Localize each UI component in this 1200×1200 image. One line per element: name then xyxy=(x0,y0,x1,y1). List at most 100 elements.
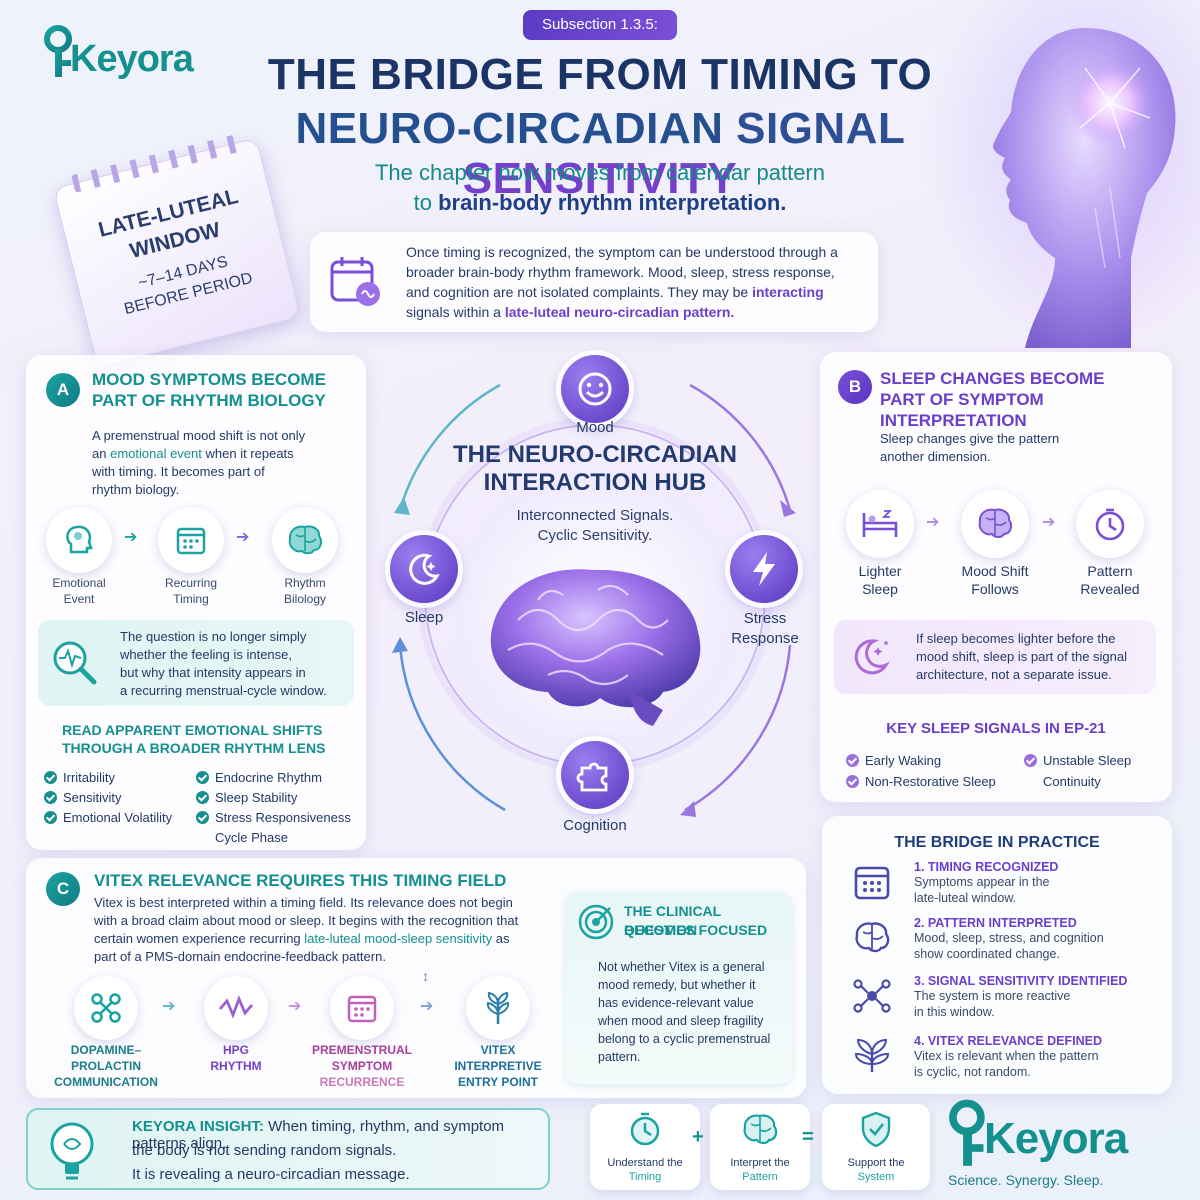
sleep-note-line1: If sleep becomes lighter before the xyxy=(916,631,1116,646)
insight-bar: KEYORA INSIGHT: When timing, rhythm, and… xyxy=(26,1108,550,1190)
signal-right-1: Unstable Sleep xyxy=(1024,752,1131,771)
check-left-1: Irritability xyxy=(44,769,115,788)
cognition-node xyxy=(561,741,629,809)
bridge-title: THE BRIDGE IN PRACTICE xyxy=(894,834,1100,851)
flow-c-label-1-line2: PROLACTIN xyxy=(71,1059,141,1073)
flow-a-label-3: Rhythm Bilology xyxy=(265,575,345,607)
step-leaf-icon xyxy=(854,1038,890,1072)
equation-item-system: Support the System xyxy=(822,1104,930,1190)
glowing-head-illustration xyxy=(993,28,1176,348)
section-c-body-line3: certain women experience recurring late-… xyxy=(94,930,510,949)
section-c-body-line3-a: certain women experience recurring xyxy=(94,931,301,946)
question-line2: whether the feeling is intense, xyxy=(120,647,292,662)
moon-star-icon xyxy=(409,553,440,585)
step-1-line2: late-luteal window. xyxy=(914,891,1017,905)
flow-a-label-3-line2: Bilology xyxy=(283,592,327,606)
brain-shift-icon xyxy=(961,490,1029,558)
flow-c-label-3: PREMENSTRUAL SYMPTOM RECURRENCE xyxy=(302,1042,422,1090)
network-nodes-icon xyxy=(74,976,138,1040)
signal-left-2: Non-Restorative Sleep xyxy=(846,773,996,792)
signal-right-2: Continuity xyxy=(1043,774,1101,789)
step-1-line1: Symptoms appear in the xyxy=(914,875,1050,889)
step-2-line2: show coordinated change. xyxy=(914,947,1060,961)
footer-logo-text: Keyora xyxy=(984,1114,1128,1163)
sleep-note-line2: mood shift, sleep is part of the signal xyxy=(916,649,1128,664)
hub-sub-line1: Interconnected Signals. xyxy=(516,507,674,524)
shield-icon xyxy=(861,1111,891,1148)
flow-b-label-2-line1: Mood Shift xyxy=(961,563,1029,579)
subsection-text: Subsection 1.3.5: xyxy=(542,16,658,33)
calendar-brain-icon xyxy=(330,257,380,306)
keyora-key-icon xyxy=(44,25,72,77)
section-a-body-line2-b: emotional event xyxy=(110,446,202,461)
check-right-4: Cycle Phase xyxy=(215,830,288,845)
section-a-body-line2-c: when it repeats xyxy=(205,446,294,461)
lightbulb-icon xyxy=(50,1122,94,1180)
arrow-right-icon: ➔ xyxy=(288,998,302,1015)
rhythm-biology-icon xyxy=(272,507,338,573)
section-a-card: A MOOD SYMPTOMS BECOME PART OF RHYTHM BI… xyxy=(26,355,366,850)
bed-icon xyxy=(846,490,914,558)
hub-area: Mood THE NEURO-CIRCADIAN INTERACTION HUB… xyxy=(380,345,810,845)
check-left-2: Sensitivity xyxy=(44,789,122,808)
signal-left-1: Early Waking xyxy=(846,752,941,771)
section-c-badge: C xyxy=(46,872,80,906)
arrow-right-icon: ➔ xyxy=(124,529,138,546)
section-c-title: VITEX RELEVANCE REQUIRES THIS TIMING FIE… xyxy=(94,871,507,890)
subsection-badge: Subsection 1.3.5: xyxy=(523,10,677,40)
insight-line2: the body is not sending random signals. xyxy=(132,1142,397,1159)
page-title-line1: THE BRIDGE FROM TIMING TO xyxy=(267,50,933,99)
subtitle-line1: The chapter now moves from calendar patt… xyxy=(374,160,825,185)
equation-item-3-line2: System xyxy=(857,1171,895,1183)
flow-a-label-2-line2: Timing xyxy=(173,592,209,606)
arrow-right-icon: ➔ xyxy=(1042,514,1056,531)
calendar-grid-icon xyxy=(330,976,394,1040)
section-c-body-line3-c: as xyxy=(495,931,510,946)
arrow-vertical-icon: ↕ xyxy=(422,968,429,984)
arrow-right-icon: ➔ xyxy=(926,514,940,531)
flow-c-label-1-line1: DOPAMINE– xyxy=(70,1043,142,1057)
question-line3: but why that intensity appears in xyxy=(120,665,306,680)
flow-b-label-3: Pattern Revealed xyxy=(1060,562,1160,598)
section-c-body-line1: Vitex is best interpreted within a timin… xyxy=(94,895,513,910)
logo-text: Keyora xyxy=(70,38,194,80)
step-4-line1: Vitex is relevant when the pattern xyxy=(914,1049,1099,1063)
flow-b-label-2: Mood Shift Follows xyxy=(945,562,1045,598)
title-word-signal: SIGNAL xyxy=(736,104,905,153)
flow-b-label-1-line2: Sleep xyxy=(862,581,898,597)
sleep-label: Sleep xyxy=(404,609,444,626)
step-4-title: 4. VITEX RELEVANCE DEFINED xyxy=(914,1034,1102,1048)
intro-line4-text: signals within a xyxy=(406,304,501,320)
signal-left-2-text: Non-Restorative Sleep xyxy=(865,774,996,789)
section-b-title-line2: PART OF SYMPTOM INTERPRETATION xyxy=(880,390,1044,430)
check-right-3-text: Stress Responsiveness xyxy=(215,810,351,825)
equation-item-3-line1: Support the xyxy=(847,1157,905,1169)
mood-label: Mood xyxy=(576,419,614,436)
section-a-body-line2: an emotional event when it repeats xyxy=(92,445,294,464)
check-icon xyxy=(196,771,209,784)
clinical-line-6: pattern. xyxy=(598,1050,641,1064)
clinical-line-1: Not whether Vitex is a general xyxy=(598,960,765,974)
clinical-line-2: mood remedy, but whether it xyxy=(598,978,756,992)
plus-sign: + xyxy=(692,1126,704,1148)
equation-item-1-line1: Understand the xyxy=(607,1157,683,1169)
flow-c-label-4-line3: ENTRY POINT xyxy=(457,1075,538,1089)
emotional-event-icon xyxy=(46,507,112,573)
flow-b-label-3-line2: Revealed xyxy=(1080,581,1140,597)
plant-icon xyxy=(466,976,530,1040)
section-b-badge: B xyxy=(838,370,872,404)
sleep-note-box: If sleep becomes lighter before the mood… xyxy=(834,620,1156,694)
flow-c-label-2: HPG RHYTHM xyxy=(176,1042,296,1074)
intro-line3-emphasis: interacting xyxy=(752,284,824,300)
check-right-2-text: Sleep Stability xyxy=(215,790,298,805)
section-c-body-line4: part of a PMS-domain endocrine-feedback … xyxy=(94,949,386,964)
mood-node xyxy=(561,355,629,423)
check-icon xyxy=(44,811,57,824)
brain-illustration xyxy=(490,569,701,726)
check-icon xyxy=(196,811,209,824)
check-left-1-text: Irritability xyxy=(63,770,116,785)
flow-b-label-1-line1: Lighter xyxy=(858,563,902,579)
flow-c-label-4: VITEX INTERPRETIVE ENTRY POINT xyxy=(438,1042,558,1090)
flow-a-label-1-line1: Emotional xyxy=(52,576,106,590)
section-a-title-line2: PART OF RHYTHM BIOLOGY xyxy=(92,391,326,410)
